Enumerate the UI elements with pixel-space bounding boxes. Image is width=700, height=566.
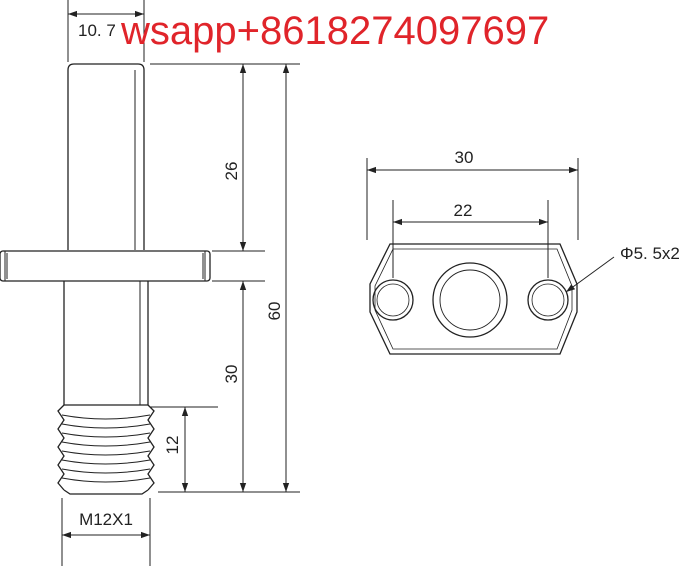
dim-lower-length: 30	[222, 365, 241, 384]
mounting-hole-left	[372, 279, 414, 321]
dim-total-length: 60	[265, 302, 284, 321]
dim-hole-callout: Φ5. 5x2	[620, 244, 680, 263]
thread-right-profile	[147, 404, 155, 491]
dim-top-width: 10. 7	[78, 21, 116, 40]
dim-hole-spacing: 22	[454, 201, 473, 220]
center-bore	[432, 262, 508, 338]
plate-dimension-lines	[366, 158, 615, 293]
shaft-dimension-lines	[61, 0, 300, 566]
hole-leader-line	[565, 256, 615, 293]
shaft-tip	[63, 489, 149, 495]
dim-thread-length: 12	[163, 436, 182, 455]
flange	[0, 250, 211, 282]
thread-left-profile	[57, 404, 65, 491]
mounting-hole-right	[527, 279, 569, 321]
dim-upper-length: 26	[222, 162, 241, 181]
flange-plate-top-view	[369, 243, 578, 355]
dim-thread-size: M12X1	[79, 510, 133, 529]
watermark-text: wsapp+8618274097697	[120, 9, 549, 53]
shaft-side-view	[0, 63, 211, 495]
plate-outline	[369, 243, 578, 355]
dim-overall-width: 30	[455, 148, 474, 167]
upper-rod	[67, 63, 145, 250]
